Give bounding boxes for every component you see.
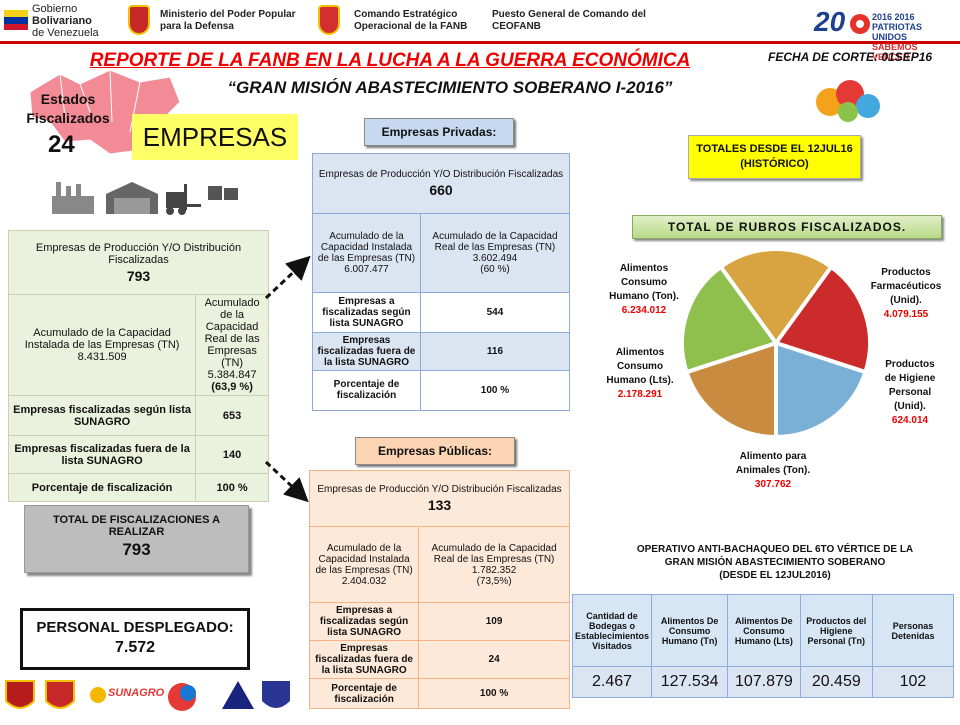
left-row-value: 100 %	[195, 473, 269, 502]
privadas-row-value: 116	[419, 331, 571, 371]
rubro-value: 624.014	[891, 415, 929, 426]
sunagro-logo-text: SUNAGRO	[108, 687, 165, 699]
operativo-col-header: Cantidad de Bodegas o Establecimientos V…	[571, 594, 653, 667]
personal-desplegado-box: PERSONAL DESPLEGADO: 7.572	[20, 608, 250, 670]
header-bar: Gobierno Bolivariano de Venezuela Minist…	[0, 0, 960, 62]
operativo-col-value: 127.534	[651, 666, 729, 698]
privadas-row-value: 544	[419, 291, 571, 333]
left-row-label: Porcentaje de fiscalización	[7, 473, 197, 502]
left-summary-table: Empresas de Producción Y/O Distribución …	[7, 230, 269, 502]
police-badge-icon	[262, 681, 290, 708]
operativo-table: Cantidad de Bodegas o Establecimientos V…	[571, 594, 955, 698]
publicas-row-label: Empresas a fiscalizadas según lista SUNA…	[308, 602, 420, 641]
left-header-cell: Empresas de Producción Y/O Distribución …	[8, 230, 269, 295]
publicas-table: Empresas de Producción Y/O Distribución …	[308, 470, 570, 709]
publicas-row-value: 100 %	[418, 678, 570, 709]
food-ministry-logo	[808, 62, 888, 130]
operativo-col-value: 2.467	[571, 666, 653, 698]
command-shield-icon	[318, 5, 340, 35]
left-cap-instalada: Acumulado de la Capacidad Instalada de l…	[7, 294, 197, 396]
operativo-title: OPERATIVO ANTI-BACHAQUEO DEL 6TO VÉRTICE…	[636, 544, 914, 581]
empresas-banner: EMPRESAS	[132, 114, 298, 160]
privadas-cap-instalada: Acumulado de la Capacidad Instalada de l…	[312, 213, 421, 293]
year-wheel-icon	[850, 14, 870, 34]
report-subtitle: “GRAN MISIÓN ABASTECIMIENTO SOBERANO I-2…	[227, 78, 673, 97]
operativo-col-value: 102	[871, 666, 955, 698]
privadas-row-label: Porcentaje de fiscalización	[312, 369, 421, 412]
publicas-row-label: Porcentaje de fiscalización	[308, 678, 420, 709]
report-title: REPORTE DE LA FANB EN LA LUCHA A LA GUER…	[89, 50, 691, 71]
publicas-row-value: 24	[418, 640, 570, 679]
venezuela-flag-icon	[4, 8, 28, 37]
left-row-value: 140	[195, 435, 269, 474]
warehouse-icon	[106, 182, 158, 214]
left-row-label: Empresas fiscalizadas según lista SUNAGR…	[7, 395, 197, 436]
left-cap-real: Acumulado de la Capacidad Real de las Em…	[195, 294, 269, 396]
estados-count: 24	[48, 131, 75, 158]
operativo-col-header: Alimentos De Consumo Humano (Tn)	[651, 594, 729, 667]
publicas-cap-instalada: Acumulado de la Capacidad Instalada de l…	[308, 526, 420, 603]
publicas-cap-real: Acumulado de la Capacidad Real de las Em…	[418, 526, 570, 603]
factory-icon	[52, 182, 94, 214]
operativo-col-value: 107.879	[727, 666, 801, 698]
left-row-label: Empresas fiscalizadas fuera de la lista …	[7, 435, 197, 474]
total-fiscalizaciones-box: TOTAL DE FISCALIZACIONES A REALIZAR 793	[24, 505, 249, 573]
privadas-row-label: Empresas a fiscalizadas según lista SUNA…	[312, 291, 421, 333]
empresas-privadas-tab: Empresas Privadas:	[364, 118, 514, 146]
industry-icons	[50, 180, 260, 216]
rubro-value: 4.079.155	[883, 309, 929, 320]
publicas-header-cell: Empresas de Producción Y/O Distribución …	[309, 470, 570, 527]
forklift-icon	[166, 184, 238, 215]
fanb-shield-icon	[5, 680, 35, 709]
publicas-row-label: Empresas fiscalizadas fuera de la lista …	[308, 640, 420, 679]
totales-historico-box: TOTALES DESDE EL 12JUL16(HISTÓRICO)	[688, 135, 861, 179]
government-name: Gobierno Bolivariano de Venezuela	[32, 3, 99, 39]
rubro-value: 6.234.012	[621, 305, 667, 316]
ministry-logo-icon	[168, 683, 196, 711]
aviation-logo-icon	[222, 681, 254, 709]
army-shield-icon	[45, 680, 75, 709]
pie-slice	[680, 264, 780, 375]
privadas-row-label: Empresas fiscalizadas fuera de la lista …	[312, 331, 421, 371]
cutoff-date: FECHA DE CORTE: 01SEP16	[768, 50, 933, 64]
privadas-table: Empresas de Producción Y/O Distribución …	[312, 152, 571, 412]
operativo-col-header: Alimentos De Consumo Humano (Lts)	[727, 594, 801, 667]
footer-logos: SUNAGRO	[0, 675, 300, 720]
operativo-col-header: Productos del Higiene Personal (Tn)	[799, 594, 873, 667]
empresas-publicas-tab: Empresas Públicas:	[355, 437, 515, 465]
privadas-header-cell: Empresas de Producción Y/O Distribución …	[312, 152, 570, 215]
arrow-icon	[264, 255, 311, 300]
publicas-row-value: 109	[418, 602, 570, 641]
left-total: 793	[126, 267, 151, 284]
privadas-row-value: 100 %	[419, 369, 571, 412]
pie-slice	[774, 340, 868, 440]
pie-slice	[772, 264, 872, 375]
ministry-shield-icon	[128, 5, 150, 35]
rubro-value: 2.178.291	[617, 389, 663, 400]
operativo-col-header: Personas Detenidas	[871, 594, 955, 667]
rubros-title-bar: TOTAL DE RUBROS FISCALIZADOS.	[632, 215, 942, 239]
operativo-col-value: 20.459	[799, 666, 873, 698]
pie-slice	[717, 247, 835, 347]
connector-arrows	[260, 250, 330, 510]
rubros-pie-picture	[678, 245, 874, 441]
left-row-value: 653	[195, 395, 269, 436]
rubro-value: 307.762	[754, 479, 792, 490]
sunagro-logo-icon	[90, 687, 106, 703]
privadas-cap-real: Acumulado de la Capacidad Real de las Em…	[419, 213, 571, 293]
arrow-icon	[264, 460, 309, 503]
